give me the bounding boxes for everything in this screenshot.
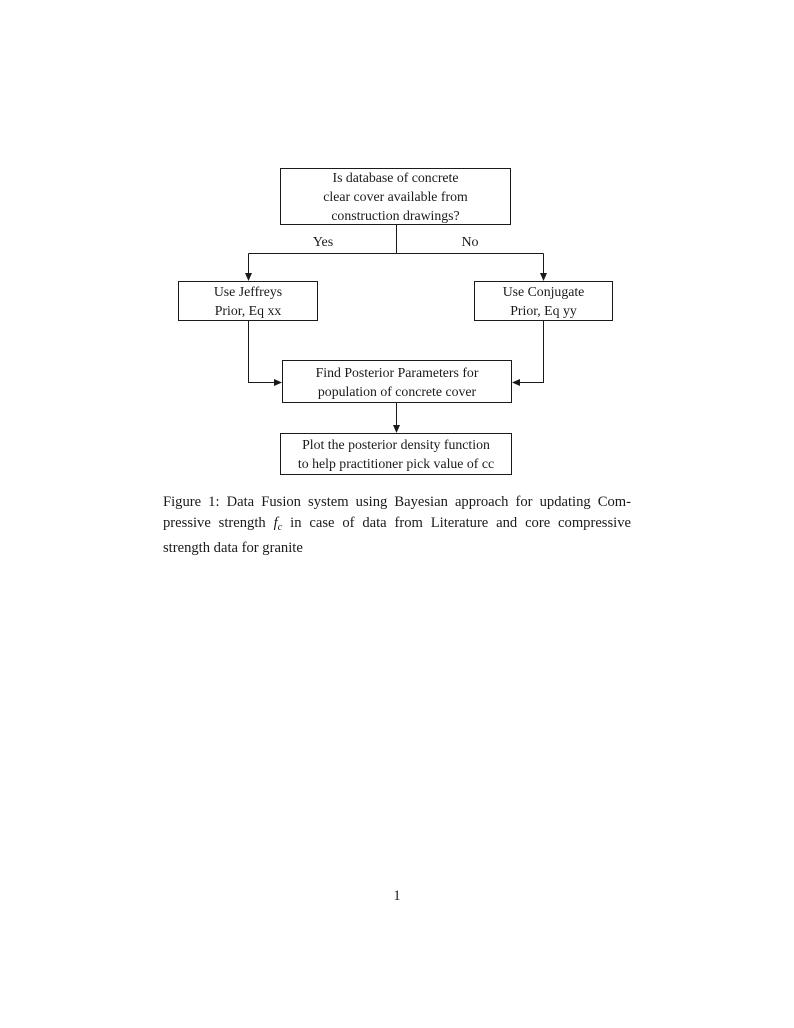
arrowhead-right-into-posterior — [274, 379, 282, 386]
caption-line-1: Figure 1: Data Fusion system using Bayes… — [163, 494, 631, 510]
flowchart-node-question: Is database of concrete clear cover avai… — [280, 168, 511, 225]
arrowhead-into-conjugate — [540, 273, 547, 281]
caption-line-2-pre: pressive strength — [163, 515, 274, 531]
arrowhead-into-plot — [393, 425, 400, 433]
node-posterior-line: population of concrete cover — [317, 383, 477, 399]
arrowhead-left-into-posterior — [512, 379, 520, 386]
node-posterior-line: Find Posterior Parameters for — [315, 364, 479, 380]
node-jeffreys-line: Use Jeffreys — [213, 284, 283, 299]
flowchart-node-plot-density: Plot the posterior density function to h… — [280, 433, 512, 475]
figure-caption: Figure 1: Data Fusion system using Bayes… — [163, 492, 631, 559]
node-conjugate-line: Prior, Eq yy — [510, 303, 577, 318]
flowchart-node-conjugate-prior: Use Conjugate Prior, Eq yy — [474, 281, 613, 321]
connector-jeffreys-to-posterior — [248, 321, 275, 383]
arrowhead-into-jeffreys — [245, 273, 252, 281]
node-plot-line: Plot the posterior density function — [302, 437, 490, 452]
flowchart-node-find-posterior: Find Posterior Parameters for population… — [282, 360, 512, 403]
flowchart-node-jeffreys-prior: Use Jeffreys Prior, Eq xx — [178, 281, 318, 321]
node-question-line: clear cover available from — [323, 189, 468, 204]
edge-label-no: No — [461, 235, 479, 250]
node-jeffreys-line: Prior, Eq xx — [214, 303, 282, 318]
math-fc-symbol: f — [273, 515, 278, 531]
caption-line-2: pressive strength fc in case of data fro… — [163, 513, 631, 538]
edge-label-yes: Yes — [312, 235, 334, 250]
math-fc-subscript: c — [277, 522, 283, 533]
node-question-line: Is database of concrete — [332, 170, 459, 185]
caption-line-2-post: in case of data from Literature and core… — [282, 515, 631, 531]
page-number: 1 — [393, 888, 401, 904]
connector-conjugate-to-posterior — [519, 321, 544, 383]
node-plot-line: to help practitioner pick value of cc — [297, 456, 495, 471]
node-question-line: construction drawings? — [331, 208, 460, 223]
caption-line-3: strength data for granite — [163, 540, 303, 556]
node-conjugate-line: Use Conjugate — [502, 284, 585, 299]
